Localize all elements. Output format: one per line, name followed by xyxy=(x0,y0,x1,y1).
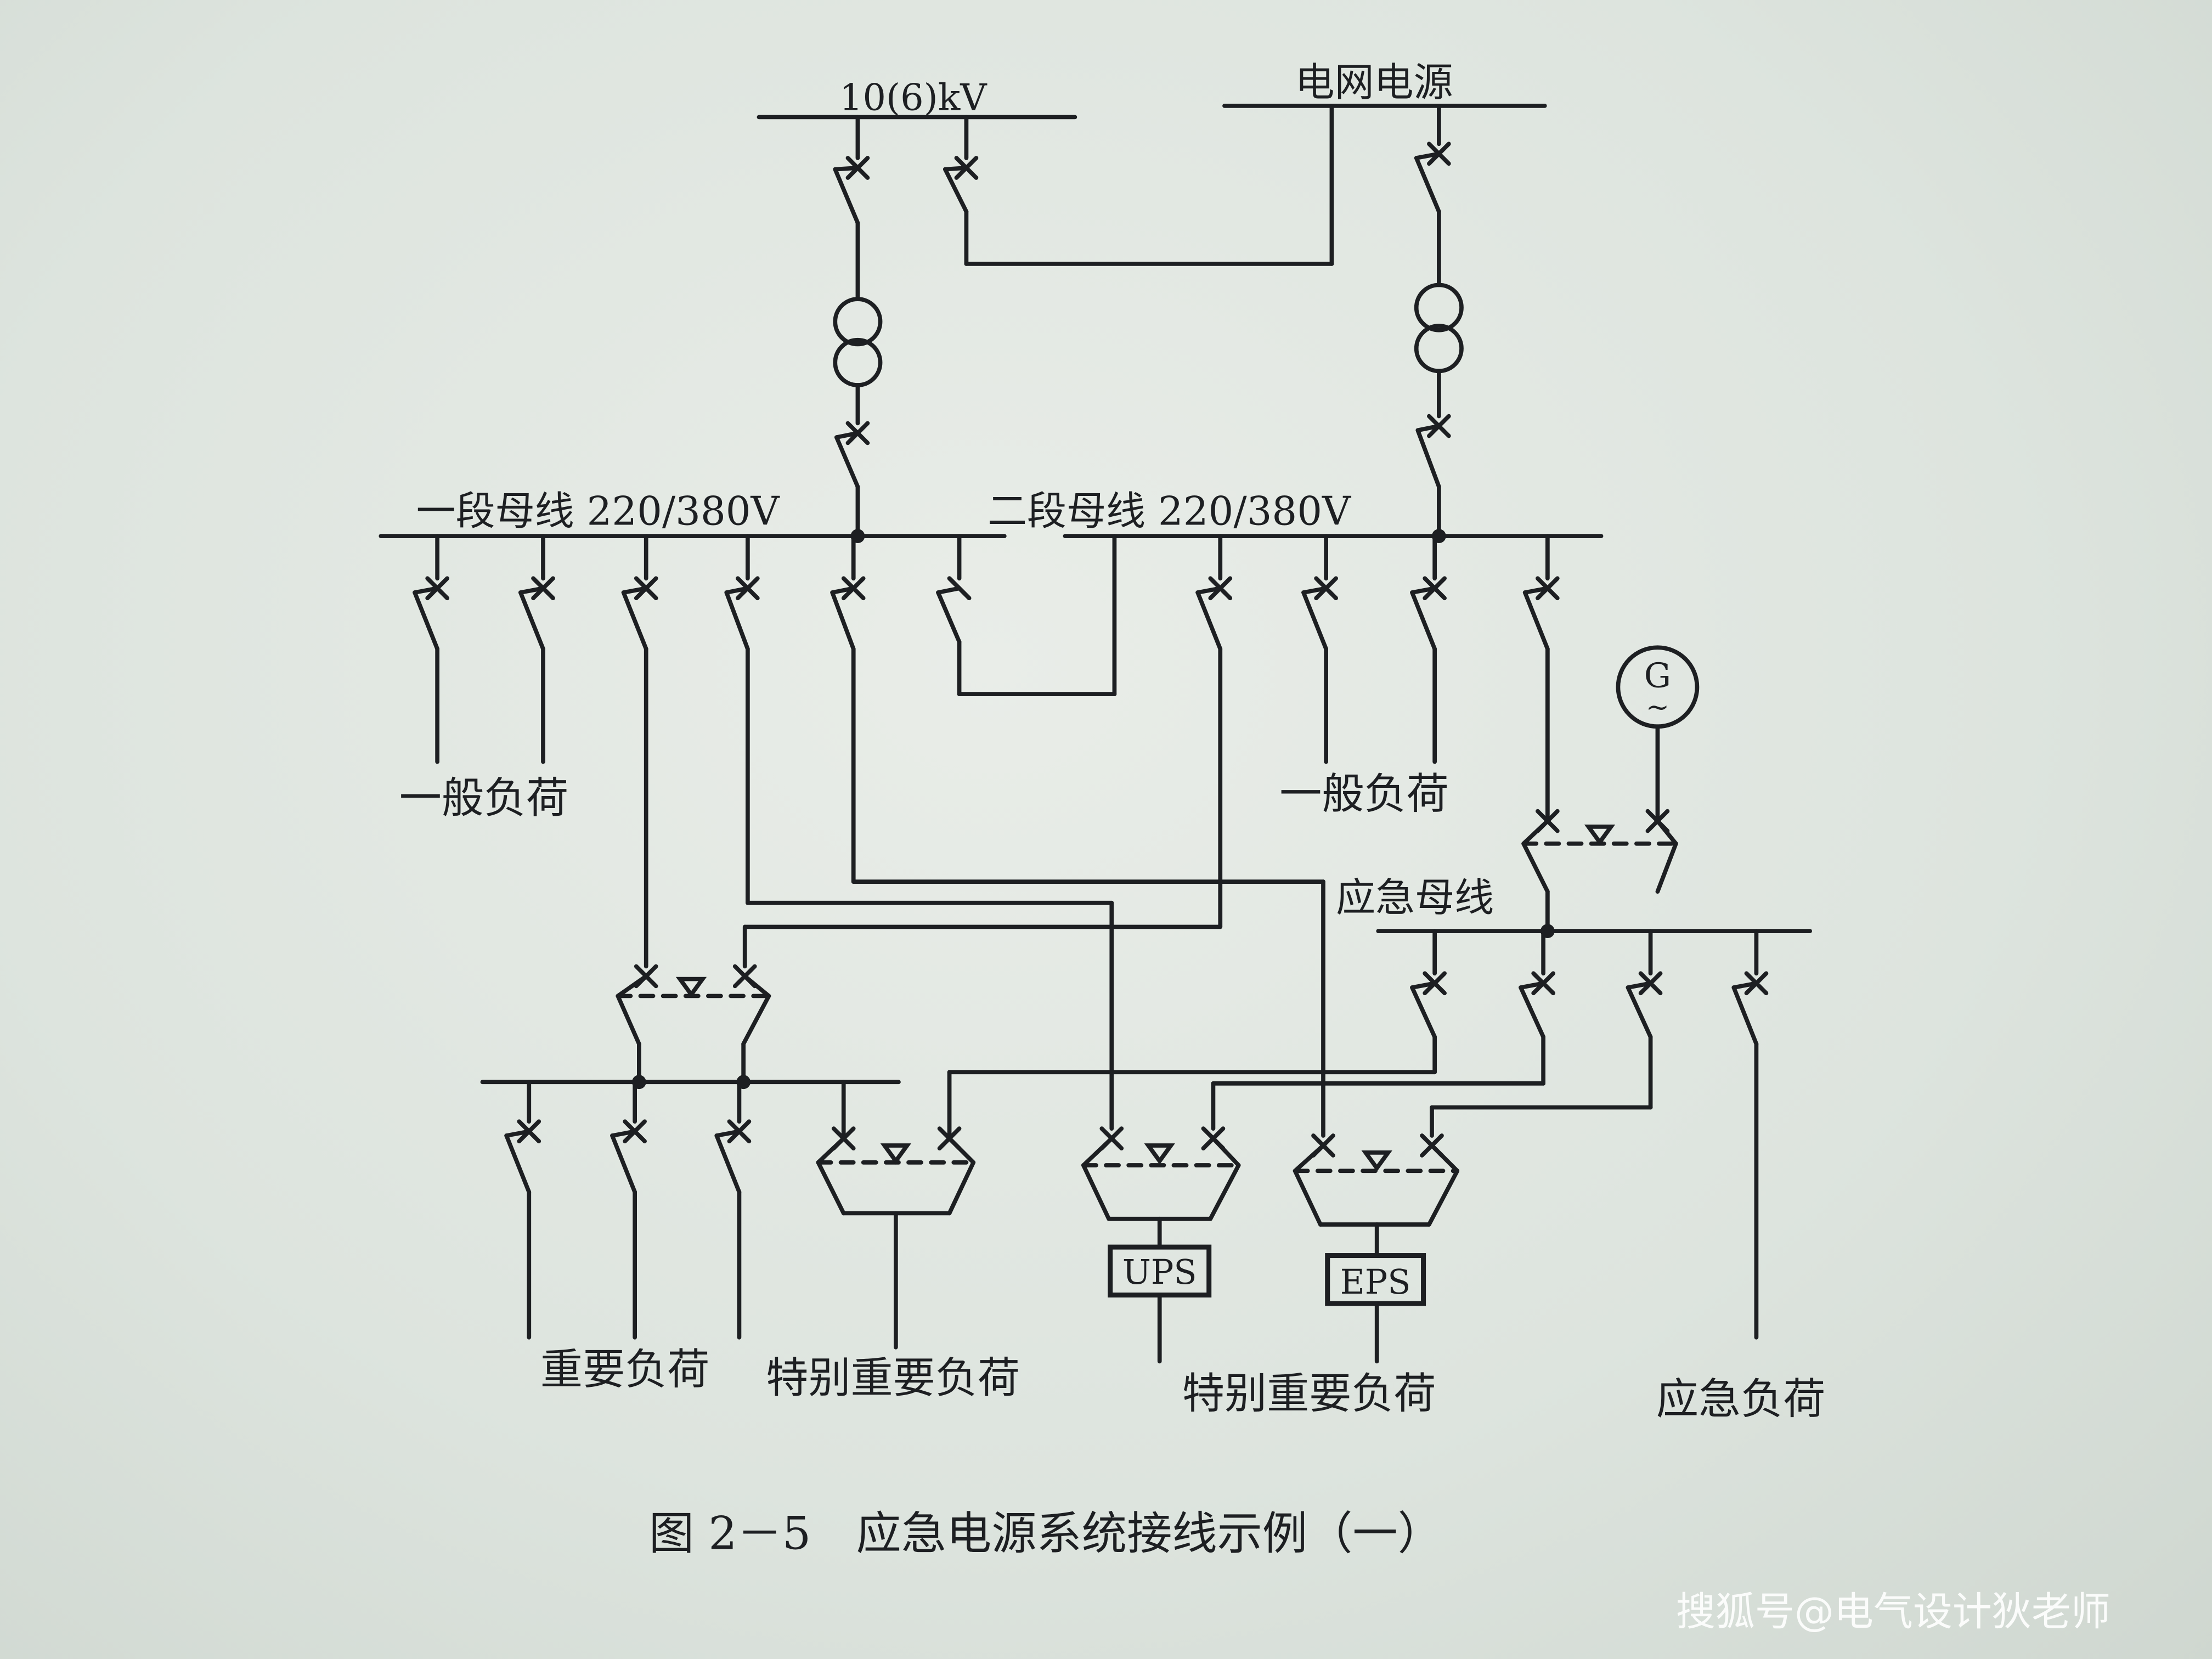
emergency-load-label: 应急负荷 xyxy=(1656,1375,1826,1424)
ats-ups xyxy=(1081,1126,1241,1364)
transformer-2-upper xyxy=(1414,283,1464,332)
bus2-feeder-emergency-ats xyxy=(1522,534,1560,821)
special-load-label-left: 特别重要负荷 xyxy=(766,1353,1020,1403)
bus1-feeder-general-b xyxy=(518,534,555,764)
bus1-label: 一段母线 220/380V xyxy=(416,488,781,534)
bus2-label: 二段母线 220/380V xyxy=(988,488,1352,534)
generator-symbol: G xyxy=(1644,656,1671,695)
transformer-1-upper xyxy=(833,297,883,347)
bus-coupler xyxy=(936,534,1117,697)
emergency-bus-label: 应急母线 xyxy=(1336,874,1494,921)
emergency-feeder-to-eps xyxy=(1430,929,1663,1138)
generator-ac-symbol: ~ xyxy=(1646,691,1669,724)
eps-box xyxy=(1325,1253,1426,1306)
transformer-1-lv-feeder xyxy=(834,383,870,539)
ups-box xyxy=(1108,1244,1212,1298)
bus1-feeder-general-a xyxy=(413,534,450,764)
special-load-label-right: 特别重要负荷 xyxy=(1182,1369,1436,1418)
general-load-label-right: 一般负荷 xyxy=(1279,769,1449,819)
emergency-feeder-load xyxy=(1731,929,1769,1340)
hv-tie-feeder xyxy=(943,104,1334,266)
important-feeder-c xyxy=(714,1080,752,1340)
transformer-1-lower xyxy=(833,337,883,387)
bus2-feeder-general-b xyxy=(1410,534,1447,764)
ups-label: UPS xyxy=(1122,1252,1197,1292)
eps-label: EPS xyxy=(1340,1262,1411,1302)
bus2-feeder-ats1 xyxy=(742,534,1233,969)
transformer-2-lv-feeder xyxy=(1415,369,1451,539)
grid-source-label: 电网电源 xyxy=(1295,59,1453,105)
bus1-feeder-eps xyxy=(830,534,1325,1138)
transformer-2-lower xyxy=(1414,324,1464,374)
general-load-label-left: 一般负荷 xyxy=(399,774,569,823)
important-feeder-a xyxy=(504,1080,541,1340)
emergency-feeder-to-ups xyxy=(1211,929,1555,1131)
generator-icon xyxy=(1616,645,1700,729)
hv-bus-label: 10(6)kV xyxy=(839,76,988,119)
emergency-feeder-to-ats2 xyxy=(947,929,1447,1138)
figure-caption: 图 2－5 应急电源系统接线示例（一） xyxy=(649,1508,1443,1560)
emergency-ats xyxy=(1521,809,1678,934)
bus1-feeder-ups xyxy=(724,534,1114,1131)
hv-feeder-1 xyxy=(833,115,870,302)
important-feeder-b xyxy=(610,1080,647,1340)
bus1-feeder-ats1 xyxy=(621,534,658,969)
ats-special-load xyxy=(816,1126,976,1350)
watermark: 搜狐号@电气设计狄老师 xyxy=(1676,1588,2111,1634)
bus2-feeder-general-a xyxy=(1301,534,1338,764)
grid-feeder xyxy=(1414,104,1451,287)
ats-important-bus xyxy=(616,964,771,1085)
ats-eps xyxy=(1293,1133,1460,1364)
important-load-label: 重要负荷 xyxy=(540,1345,710,1395)
junction-dots xyxy=(632,529,1555,1090)
